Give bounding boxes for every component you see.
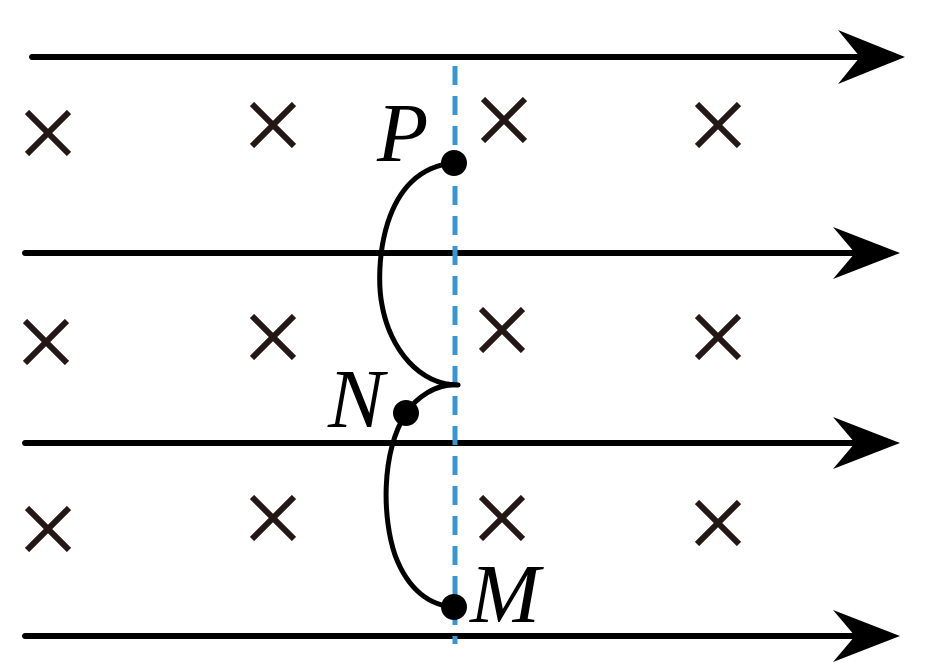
arrow-right-icon [838,30,905,84]
points [393,150,467,620]
label-m: M [469,548,544,641]
cross-mark-icon [478,306,526,354]
cross-mark-icon [694,499,742,547]
cross-mark-icon [249,313,297,361]
cross-mark-icon [22,318,70,366]
cross-mark-icon [694,101,742,149]
cross-mark-icon [249,494,297,542]
field-line-3 [22,417,900,469]
trajectory-arc-n-m [383,410,458,610]
cross-mark-icon [480,96,528,144]
field-line-2 [22,227,900,279]
cross-mark-icon [24,505,72,553]
field-crosses [22,96,742,553]
trajectory [377,160,461,610]
field-line-1 [29,30,905,84]
cross-mark-icon [694,313,742,361]
cross-mark-icon [24,109,72,157]
arrow-right-icon [833,610,900,662]
cross-mark-icon [249,101,297,149]
arrow-right-icon [833,227,900,279]
point-m [441,594,467,620]
field-lines [22,30,905,662]
trajectory-arc-p [377,160,461,388]
arrow-right-icon [833,417,900,469]
cross-mark-icon [478,494,526,542]
label-n: N [327,353,388,446]
point-n [393,400,419,426]
point-p [441,150,467,176]
field-line-4 [22,610,900,662]
label-p: P [376,87,428,180]
